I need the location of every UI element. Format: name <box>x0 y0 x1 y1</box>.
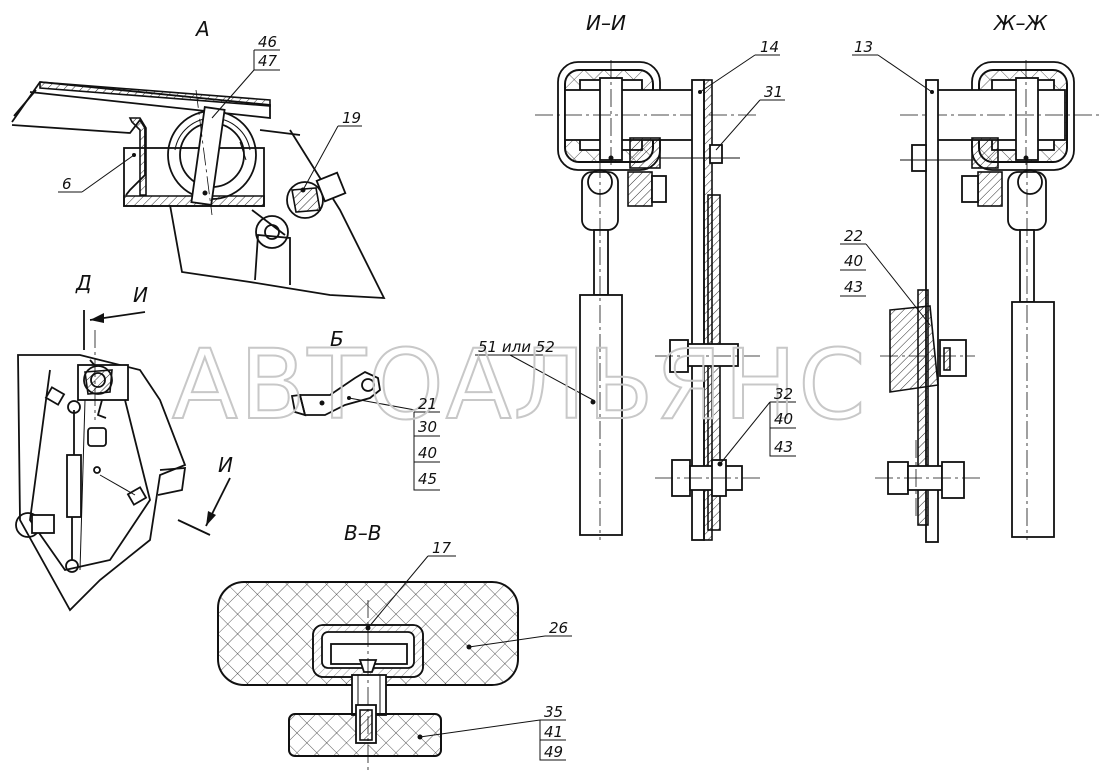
callout-19: 19 <box>342 109 361 127</box>
callout-17: 17 <box>432 539 452 557</box>
callout-40-group32: 40 <box>774 410 793 428</box>
callout-6: 6 <box>62 175 72 193</box>
callout-43-group22: 43 <box>844 278 863 296</box>
section-ii-title: И–И <box>586 11 626 35</box>
callout-21: 21 <box>418 395 437 413</box>
callout-30: 30 <box>418 418 437 436</box>
section-vv-drawing <box>217 581 519 770</box>
view-b-title: Б <box>330 327 344 351</box>
callout-51-or-52: 51 или 52 <box>478 338 555 356</box>
section-arrow-i-bottom-label: И <box>218 453 233 477</box>
watermark: АВТОАЛЬЯНС <box>172 329 867 441</box>
callout-14: 14 <box>760 38 779 56</box>
section-zhzh-drawing <box>875 60 1100 543</box>
callout-32: 32 <box>774 385 793 403</box>
callout-43-group32: 43 <box>774 438 793 456</box>
callout-22: 22 <box>844 227 863 245</box>
view-b-drawing <box>290 370 416 417</box>
callout-40-group21: 40 <box>418 444 437 462</box>
view-d-drawing <box>15 310 231 612</box>
callout-40-group22: 40 <box>844 252 863 270</box>
view-a-drawing <box>11 81 386 299</box>
callout-47: 47 <box>258 52 278 70</box>
callout-45: 45 <box>418 470 437 488</box>
section-zhzh-title: Ж–Ж <box>992 11 1049 35</box>
section-ii-drawing <box>535 60 760 541</box>
view-d-title: Д <box>75 271 92 295</box>
section-arrow-i-top-label: И <box>133 283 148 307</box>
callout-31: 31 <box>764 83 783 101</box>
callout-49: 49 <box>544 743 563 761</box>
callout-13: 13 <box>854 38 873 56</box>
section-vv-title: В–В <box>344 521 381 545</box>
callout-35: 35 <box>544 703 563 721</box>
leader-lines <box>58 49 934 761</box>
callout-26: 26 <box>549 619 568 637</box>
callout-46: 46 <box>258 33 277 51</box>
callout-41: 41 <box>544 723 563 741</box>
view-a-title: А <box>194 17 210 41</box>
